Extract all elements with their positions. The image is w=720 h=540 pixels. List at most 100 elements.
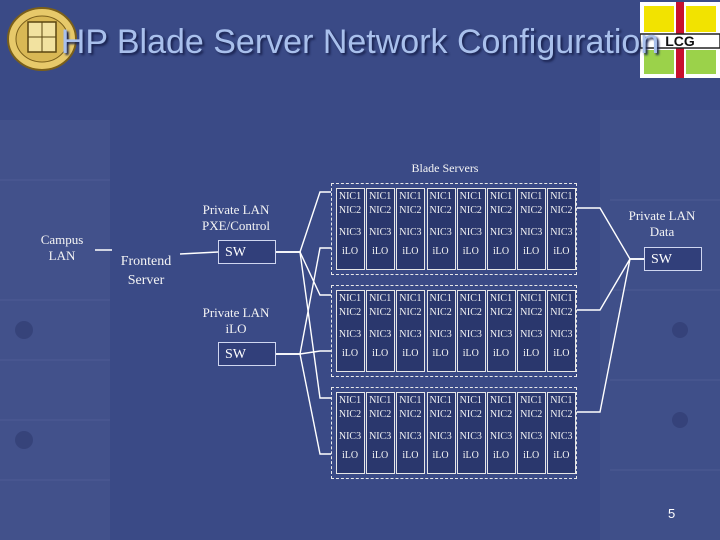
nic2-port: NIC2 <box>429 307 452 318</box>
frontend-server-label: Frontend Server <box>120 254 172 288</box>
nic3-port: NIC3 <box>338 329 362 340</box>
ilo-port: iLO <box>432 450 449 461</box>
nic1-port: NIC1 <box>489 191 513 202</box>
lcg-logo: LCG <box>640 2 720 78</box>
nic3-port: NIC3 <box>550 227 573 238</box>
pxe-to-enclosure-3-line <box>276 251 331 399</box>
nic1-port: NIC1 <box>429 191 452 202</box>
ilo-port: iLO <box>553 348 570 359</box>
nic3-port: NIC3 <box>429 329 452 340</box>
data-to-enclosure-2-line <box>577 258 644 311</box>
private-lan-data-label: Private LAN Data <box>628 208 696 239</box>
pxe-switch: SW <box>218 240 276 264</box>
nic1-port: NIC1 <box>399 191 422 202</box>
nic2-port: NIC2 <box>459 307 482 318</box>
ilo-port: iLO <box>462 450 479 461</box>
nic2-port: NIC2 <box>369 205 392 216</box>
nic1-port: NIC1 <box>369 191 392 202</box>
nic3-port: NIC3 <box>338 227 362 238</box>
nic3-port: NIC3 <box>550 431 573 442</box>
nic3-port: NIC3 <box>399 431 422 442</box>
nic2-port: NIC2 <box>399 205 422 216</box>
ilo-port: iLO <box>523 348 540 359</box>
blade-enclosure-1 <box>331 183 577 275</box>
nic2-port: NIC2 <box>459 205 482 216</box>
nic1-port: NIC1 <box>369 293 392 304</box>
ilo-port: iLO <box>402 348 419 359</box>
nic2-port: NIC2 <box>399 409 422 420</box>
ilo-port: iLO <box>432 246 449 257</box>
nic1-port: NIC1 <box>369 395 392 406</box>
nic2-port: NIC2 <box>520 307 543 318</box>
nic1-port: NIC1 <box>338 293 362 304</box>
ilo-port: iLO <box>402 246 419 257</box>
ilo-port: iLO <box>372 348 389 359</box>
nic2-port: NIC2 <box>429 205 452 216</box>
ilo-port: iLO <box>553 246 570 257</box>
nic2-port: NIC2 <box>338 307 362 318</box>
nic3-port: NIC3 <box>489 227 513 238</box>
ilo-port: iLO <box>372 450 389 461</box>
nic2-port: NIC2 <box>369 409 392 420</box>
blade-enclosure-3 <box>331 387 577 479</box>
nic1-port: NIC1 <box>429 395 452 406</box>
nic2-port: NIC2 <box>338 409 362 420</box>
nic3-port: NIC3 <box>520 431 543 442</box>
nic2-port: NIC2 <box>550 205 573 216</box>
nic2-port: NIC2 <box>489 205 513 216</box>
ilo-to-enclosure-3-line <box>276 353 331 455</box>
nic1-port: NIC1 <box>550 293 573 304</box>
nic1-port: NIC1 <box>459 191 482 202</box>
nic2-port: NIC2 <box>338 205 362 216</box>
private-lan-pxe-label: Private LAN PXE/Control <box>202 202 270 233</box>
page-number: 5 <box>668 506 676 521</box>
ilo-port: iLO <box>523 246 540 257</box>
nic2-port: NIC2 <box>520 409 543 420</box>
ilo-port: iLO <box>492 450 510 461</box>
nic3-port: NIC3 <box>459 227 482 238</box>
nic2-port: NIC2 <box>520 205 543 216</box>
nic2-port: NIC2 <box>489 307 513 318</box>
private-lan-ilo-label: Private LAN iLO <box>202 305 270 336</box>
ilo-port: iLO <box>492 348 510 359</box>
nic1-port: NIC1 <box>399 293 422 304</box>
nic3-port: NIC3 <box>520 227 543 238</box>
ilo-port: iLO <box>553 450 570 461</box>
nic1-port: NIC1 <box>489 395 513 406</box>
frontend-to-pxe-switch-line <box>179 251 219 255</box>
university-seal-logo <box>7 7 77 71</box>
ilo-port: iLO <box>402 450 419 461</box>
nic2-port: NIC2 <box>399 307 422 318</box>
nic2-port: NIC2 <box>489 409 513 420</box>
data-switch: SW <box>644 247 702 271</box>
ilo-port: iLO <box>341 450 359 461</box>
nic3-port: NIC3 <box>489 329 513 340</box>
ilo-port: iLO <box>372 246 389 257</box>
nic2-port: NIC2 <box>429 409 452 420</box>
nic1-port: NIC1 <box>429 293 452 304</box>
nic2-port: NIC2 <box>550 307 573 318</box>
nic2-port: NIC2 <box>369 307 392 318</box>
nic2-port: NIC2 <box>550 409 573 420</box>
ilo-port: iLO <box>432 348 449 359</box>
nic1-port: NIC1 <box>399 395 422 406</box>
nic3-port: NIC3 <box>459 329 482 340</box>
